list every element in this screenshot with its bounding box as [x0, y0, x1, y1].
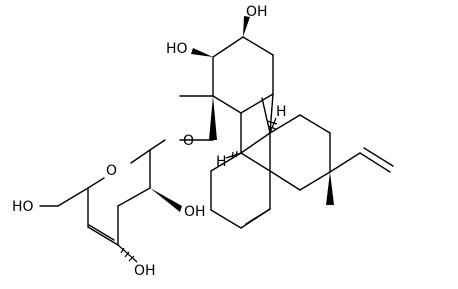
atom-label-o-pyran: O — [106, 163, 117, 179]
oh-top-wedge — [243, 16, 250, 37]
atom-label-ho-ch2: HO — [12, 199, 34, 215]
ring-a-bonds — [212, 36, 274, 114]
atom-label-oh-sugar-right: OH — [184, 204, 206, 220]
sugar-ch2oh — [39, 187, 89, 207]
methyl-ring-c-wedge — [326, 172, 334, 205]
ring-c-bonds — [269, 114, 331, 191]
h-hash-a — [225, 150, 242, 160]
ring-b-bonds — [210, 112, 271, 229]
ho-left-wedge — [191, 48, 213, 57]
h-hash-b — [266, 117, 278, 134]
sugar-oh-right-wedge — [150, 188, 182, 212]
atom-label-oh-top: OH — [246, 4, 268, 20]
vinyl-group — [329, 147, 394, 173]
atom-label-oh-sugar-bottom: OH — [134, 263, 156, 279]
ch2-o-linker — [149, 96, 217, 151]
ring-junction-bonds — [240, 93, 274, 172]
sugar-oh-bottom-hash — [117, 244, 138, 263]
atom-label-h-ring-a: H — [216, 154, 227, 170]
atom-label-h-ring-b: H — [276, 104, 287, 120]
atom-label-o-ether: O — [183, 133, 194, 149]
atom-label-ho-left-ring: HO — [166, 41, 188, 57]
sugar-ring-bonds — [87, 149, 151, 246]
methyl-junction — [261, 97, 271, 134]
